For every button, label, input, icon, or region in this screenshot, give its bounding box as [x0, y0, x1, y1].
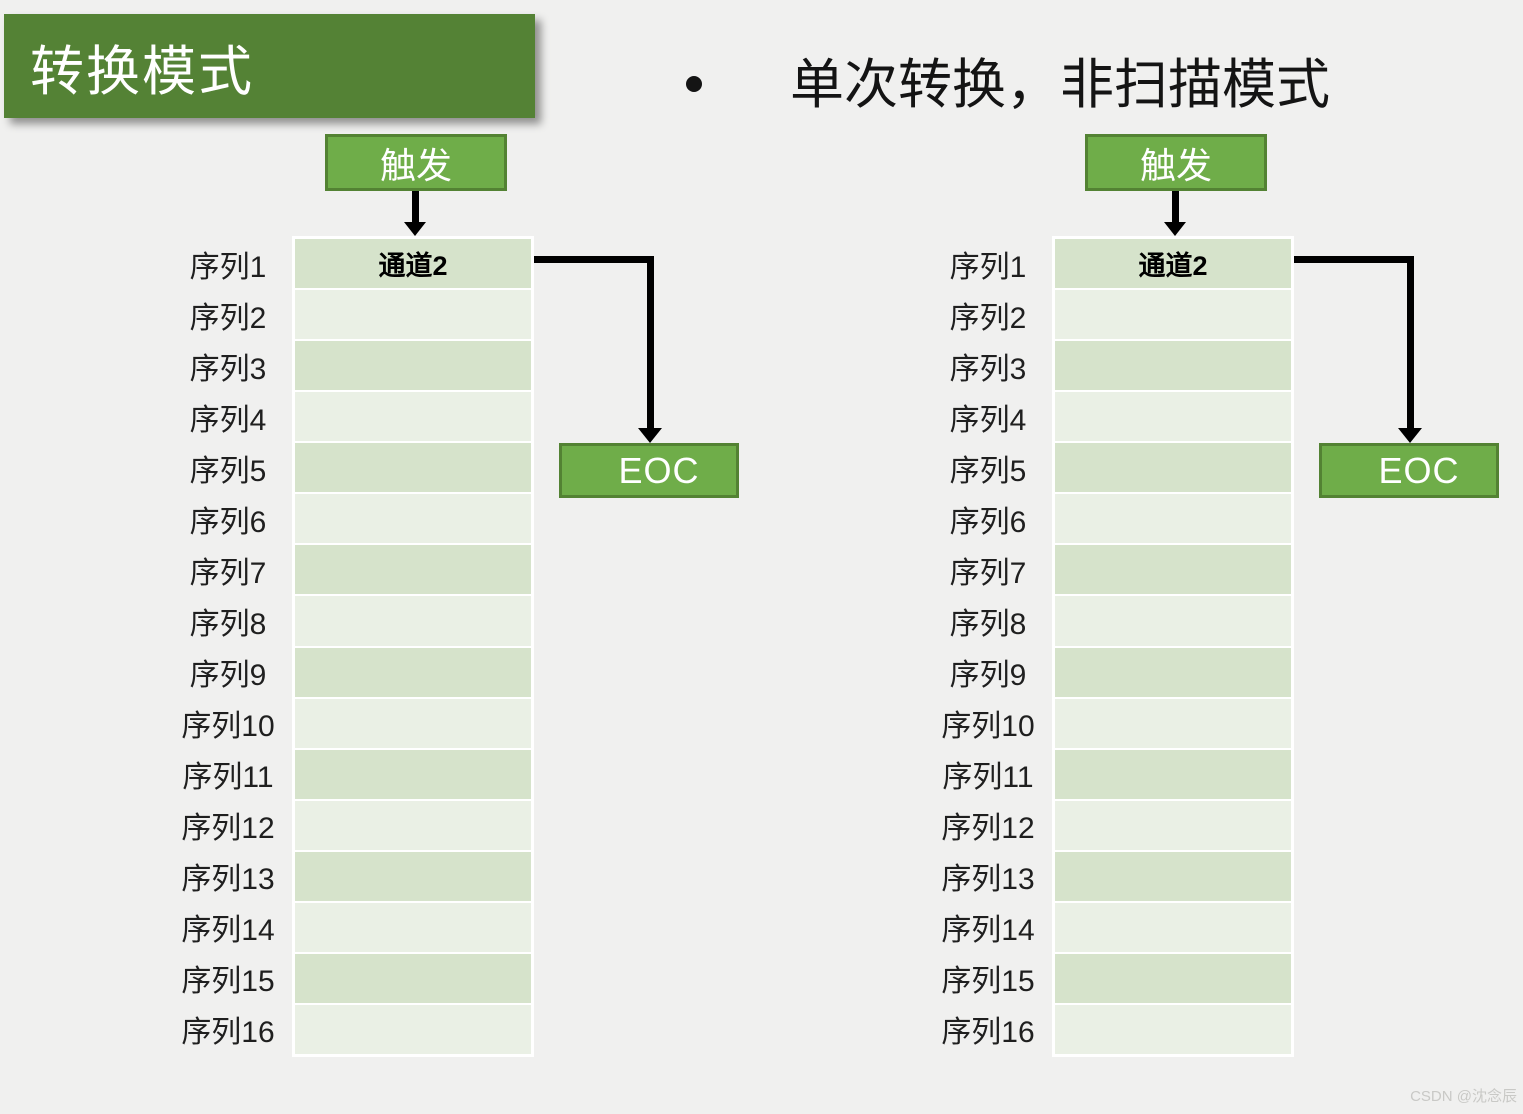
- table-row: [1055, 902, 1291, 952]
- table-row: [1055, 494, 1291, 544]
- trigger-box: 触发: [1085, 134, 1267, 191]
- channel-cell-label: 通道2: [378, 251, 448, 282]
- table-row: [1055, 443, 1291, 493]
- sequence-label: 序列16: [181, 1016, 275, 1050]
- eoc-arrow-horizontal-line: [1294, 256, 1414, 263]
- table-row: [295, 902, 531, 952]
- eoc-arrow-vertical-line: [647, 256, 654, 428]
- table-row: [1055, 953, 1291, 1003]
- sequence-label: 序列7: [189, 556, 267, 590]
- sequence-table: 通道2: [1052, 236, 1294, 1057]
- bullet-text: 单次转换，非扫描模式: [790, 55, 1330, 115]
- sequence-label-column: 序列1 序列2 序列3 序列4 序列5 序列6 序列7 序列8 序列9 序列10 序列11 序列12 序…: [940, 236, 1036, 1057]
- eoc-box: EOC: [559, 443, 739, 498]
- table-row: [295, 392, 531, 442]
- sequence-label: 序列4: [949, 403, 1027, 437]
- table-row: [1055, 341, 1291, 391]
- trigger-arrow-head-icon: [1164, 222, 1186, 236]
- table-row: [1055, 1004, 1291, 1054]
- table-row: [1055, 290, 1291, 340]
- table-row: [1055, 392, 1291, 442]
- table-row: [295, 800, 531, 850]
- sequence-label: 序列10: [941, 710, 1035, 744]
- bullet-item: 单次转换，非扫描模式: [660, 40, 1330, 119]
- table-row: [295, 596, 531, 646]
- channel-cell-label: 通道2: [1138, 251, 1208, 282]
- trigger-label: 触发: [1139, 144, 1212, 186]
- sequence-label: 序列9: [949, 659, 1027, 693]
- sequence-label: 序列15: [941, 965, 1035, 999]
- sequence-label: 序列12: [941, 812, 1035, 846]
- sequence-label: 序列1: [949, 250, 1027, 284]
- sequence-label: 序列6: [949, 505, 1027, 539]
- bullet-dot-icon: [686, 75, 702, 92]
- table-row: [1055, 851, 1291, 901]
- sequence-label: 序列12: [181, 812, 275, 846]
- eoc-arrow-vertical-line: [1407, 256, 1414, 428]
- eoc-arrow-horizontal-line: [534, 256, 654, 263]
- sequence-label: 序列14: [181, 914, 275, 948]
- table-row: [295, 290, 531, 340]
- sequence-label: 序列11: [182, 761, 274, 795]
- table-row: 通道2: [295, 239, 531, 289]
- eoc-label: EOC: [618, 449, 700, 491]
- table-row: [1055, 647, 1291, 697]
- sequence-label: 序列5: [189, 454, 267, 488]
- table-row: [295, 749, 531, 799]
- table-row: [1055, 800, 1291, 850]
- sequence-table: 通道2: [292, 236, 534, 1057]
- sequence-label: 序列8: [949, 607, 1027, 641]
- eoc-box: EOC: [1319, 443, 1499, 498]
- table-row: [295, 851, 531, 901]
- table-row: [295, 443, 531, 493]
- sequence-label: 序列1: [189, 250, 267, 284]
- sequence-label-column: 序列1 序列2 序列3 序列4 序列5 序列6 序列7 序列8 序列9 序列10 序列11 序列12 序…: [180, 236, 276, 1057]
- eoc-label: EOC: [1378, 449, 1460, 491]
- sequence-label: 序列3: [189, 352, 267, 386]
- table-row: [295, 341, 531, 391]
- sequence-label: 序列8: [189, 607, 267, 641]
- table-row: [295, 647, 531, 697]
- table-row: [295, 545, 531, 595]
- slide-title-bar: 转换模式: [4, 14, 535, 118]
- sequence-label: 序列15: [181, 965, 275, 999]
- sequence-label: 序列13: [941, 863, 1035, 897]
- table-row: 通道2: [1055, 239, 1291, 289]
- sequence-label: 序列16: [941, 1016, 1035, 1050]
- page-title: 转换模式: [30, 41, 254, 102]
- sequence-label: 序列14: [941, 914, 1035, 948]
- sequence-label: 序列2: [949, 301, 1027, 335]
- trigger-box: 触发: [325, 134, 507, 191]
- table-row: [1055, 545, 1291, 595]
- sequence-label: 序列13: [181, 863, 275, 897]
- table-row: [1055, 596, 1291, 646]
- trigger-label: 触发: [379, 144, 452, 186]
- eoc-arrow-head-icon: [1398, 428, 1422, 443]
- sequence-label: 序列2: [189, 301, 267, 335]
- eoc-arrow-head-icon: [638, 428, 662, 443]
- sequence-label: 序列4: [189, 403, 267, 437]
- sequence-label: 序列5: [949, 454, 1027, 488]
- table-row: [295, 953, 531, 1003]
- watermark: CSDN @沈念辰: [1410, 1088, 1517, 1105]
- table-row: [295, 1004, 531, 1054]
- sequence-label: 序列7: [949, 556, 1027, 590]
- table-row: [1055, 698, 1291, 748]
- sequence-label: 序列6: [189, 505, 267, 539]
- table-row: [295, 698, 531, 748]
- sequence-label: 序列3: [949, 352, 1027, 386]
- trigger-arrow-line: [412, 191, 419, 223]
- table-row: [295, 494, 531, 544]
- trigger-arrow-head-icon: [404, 222, 426, 236]
- sequence-label: 序列11: [942, 761, 1034, 795]
- table-row: [1055, 749, 1291, 799]
- sequence-label: 序列9: [189, 659, 267, 693]
- sequence-label: 序列10: [181, 710, 275, 744]
- trigger-arrow-line: [1172, 191, 1179, 223]
